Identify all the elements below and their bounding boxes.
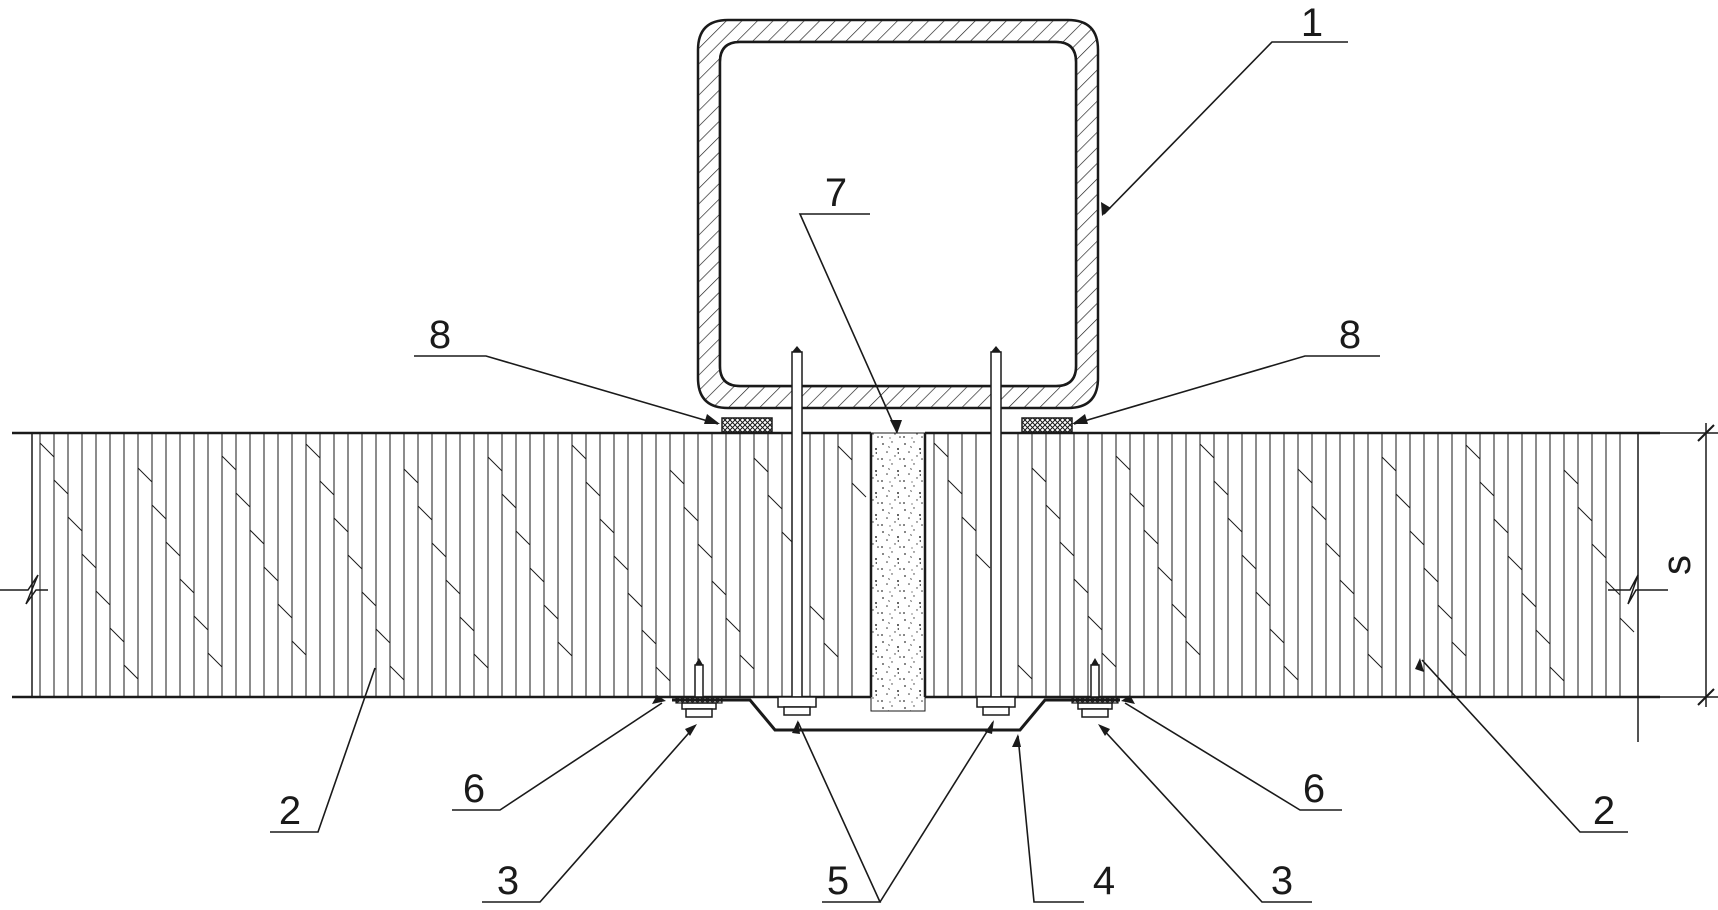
callout-7: 7	[825, 171, 847, 215]
thickness-dimension: s	[1637, 423, 1718, 742]
through-bolt-right	[976, 346, 1016, 716]
callout-2-right: 2	[1593, 789, 1615, 833]
callout-labels: 1 7 8 8 2 2 6 6 3 3 5 4	[279, 1, 1615, 903]
through-bolt-left	[777, 346, 817, 716]
leader-5b	[879, 721, 994, 903]
leader-4	[1017, 735, 1084, 903]
panel-right	[923, 431, 1668, 699]
leader-lines	[270, 41, 1628, 903]
callout-6-left: 6	[463, 767, 485, 811]
leader-2-right	[1421, 659, 1628, 833]
thickness-label: s	[1655, 555, 1699, 575]
panel-left	[0, 431, 873, 699]
leader-1	[1103, 41, 1348, 215]
callout-8-left: 8	[429, 313, 451, 357]
screw-right	[1077, 658, 1113, 718]
washer-left	[675, 696, 723, 704]
leader-8-right	[1073, 355, 1380, 425]
leader-2-left	[270, 667, 376, 833]
leader-3-right	[1099, 725, 1312, 903]
leader-8-left	[414, 355, 719, 425]
callout-3-right: 3	[1271, 859, 1293, 903]
leader-7	[798, 213, 898, 433]
leader-6-left	[452, 702, 663, 811]
callout-6-right: 6	[1303, 767, 1325, 811]
callout-8-right: 8	[1339, 313, 1361, 357]
callout-2-left: 2	[279, 789, 301, 833]
callout-1: 1	[1301, 1, 1323, 45]
arrowheads	[652, 202, 1424, 747]
panel-left-hatch	[39, 433, 867, 697]
gasket-right	[1021, 417, 1073, 433]
callout-4: 4	[1093, 859, 1115, 903]
leader-3-left	[482, 725, 696, 903]
joint-filler	[870, 432, 926, 712]
callout-5: 5	[827, 859, 849, 903]
gasket-left	[721, 417, 773, 433]
screw-left	[681, 658, 717, 718]
steel-tube	[696, 18, 1100, 410]
panel-right-hatch	[933, 433, 1635, 697]
leader-6-right	[1124, 702, 1342, 811]
flashing-profile	[672, 698, 1120, 732]
washer-right	[1071, 696, 1119, 704]
callout-3-left: 3	[497, 859, 519, 903]
